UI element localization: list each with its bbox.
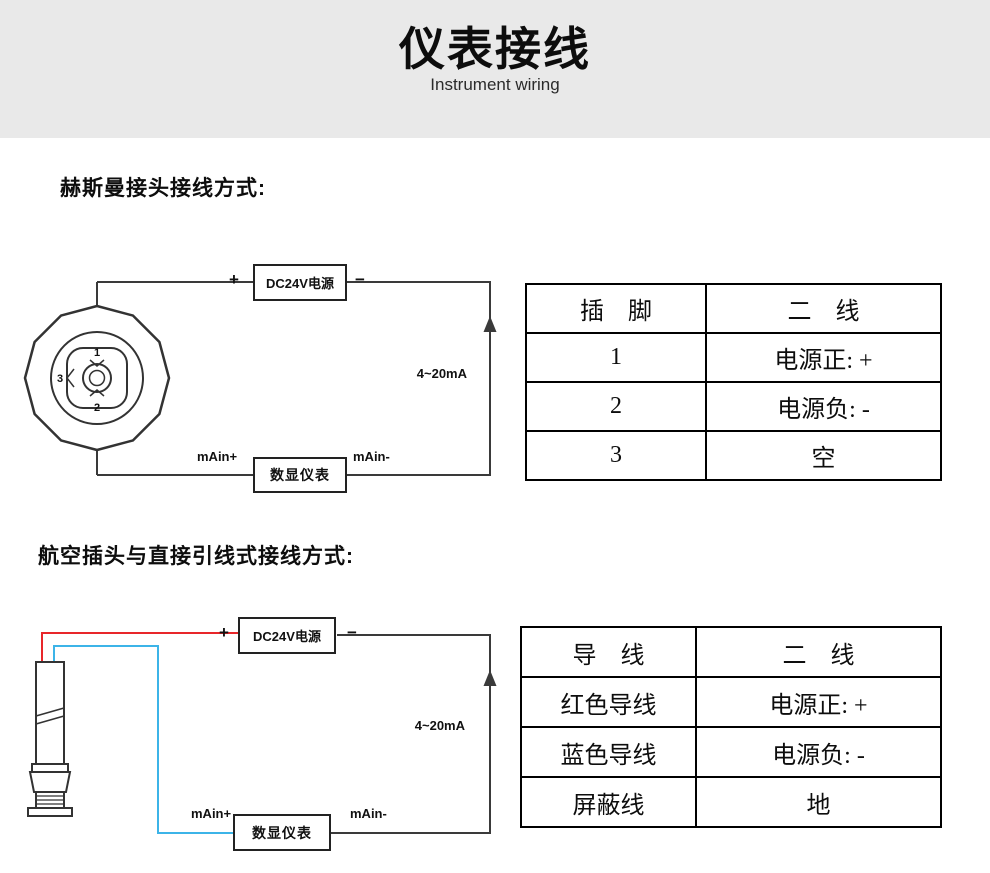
meter-in-minus-label: mAin- <box>350 806 387 821</box>
pin2-number: 2 <box>94 402 100 414</box>
cable-probe-icon <box>27 661 73 817</box>
table-row: 3 空 <box>525 430 942 481</box>
table-row: 屏蔽线 地 <box>520 776 942 828</box>
pin1-notch-icon <box>89 359 105 367</box>
pin-1-cell: 1 <box>525 332 707 383</box>
shield-wire-cell: 屏蔽线 <box>520 776 697 828</box>
pin-3-function: 空 <box>705 430 942 481</box>
table-header-row: 导 线 二 线 <box>520 626 942 678</box>
header-band: 仪表接线 Instrument wiring <box>0 0 990 138</box>
pin-3-cell: 3 <box>525 430 707 481</box>
table-row: 红色导线 电源正: + <box>520 676 942 728</box>
shield-wire-function: 地 <box>695 776 942 828</box>
pin2-notch-icon <box>89 389 105 397</box>
blue-wire <box>53 645 233 834</box>
power-supply-box: DC24V电源 <box>238 617 336 654</box>
section-heading-aviation: 航空插头与直接引线式接线方式: <box>38 545 354 568</box>
meter-in-plus-label: mAin+ <box>197 449 238 464</box>
meter-in-minus-label: mAin- <box>353 449 390 464</box>
power-plus-sign: + <box>219 623 229 642</box>
pin-2-function: 电源负: - <box>705 381 942 432</box>
section-heading-hirschmann: 赫斯曼接头接线方式: <box>60 177 266 200</box>
power-minus-sign: − <box>355 270 365 289</box>
wire-loop <box>331 634 491 834</box>
blue-wire-cell: 蓝色导线 <box>520 726 697 778</box>
pin-table-col-pin: 插 脚 <box>525 283 707 334</box>
red-wire-function: 电源正: + <box>695 676 942 728</box>
hirschmann-connector-icon: 1 2 3 <box>23 304 171 452</box>
power-plus-sign: + <box>229 270 239 289</box>
red-wire-cell: 红色导线 <box>520 676 697 728</box>
pin3-number: 3 <box>57 373 63 385</box>
hirschmann-wiring-diagram: 1 2 3 <box>23 281 497 476</box>
table-row: 1 电源正: + <box>525 332 942 383</box>
power-supply-box: DC24V电源 <box>253 264 347 301</box>
blue-wire-function: 电源负: - <box>695 726 942 778</box>
page-subtitle: Instrument wiring <box>430 74 560 94</box>
meter-in-plus-label: mAin+ <box>191 806 232 821</box>
power-minus-sign: − <box>347 623 357 642</box>
pin-table-col-twowire: 二 线 <box>705 283 942 334</box>
page-title: 仪表接线 <box>399 23 591 75</box>
red-wire <box>41 632 238 664</box>
pin1-number: 1 <box>94 347 100 359</box>
display-meter-box: 数显仪表 <box>253 457 347 493</box>
lead-wiring-table: 导 线 二 线 红色导线 电源正: + 蓝色导线 电源负: - 屏蔽线 地 <box>520 626 942 828</box>
pin-wiring-table: 插 脚 二 线 1 电源正: + 2 电源负: - 3 空 <box>525 283 942 481</box>
pin-2-cell: 2 <box>525 381 707 432</box>
pin-1-function: 电源正: + <box>705 332 942 383</box>
table-header-row: 插 脚 二 线 <box>525 283 942 334</box>
display-meter-box: 数显仪表 <box>233 814 331 851</box>
table-row: 蓝色导线 电源负: - <box>520 726 942 778</box>
current-arrow-up-icon <box>483 670 497 686</box>
current-arrow-up-icon <box>483 316 497 332</box>
current-range-label: 4~20mA <box>416 366 467 381</box>
lead-table-col-twowire: 二 线 <box>695 626 942 678</box>
current-range-label: 4~20mA <box>414 718 465 733</box>
aviation-wiring-diagram <box>27 632 497 834</box>
pin3-notch-icon <box>66 368 75 388</box>
lead-table-col-wire: 导 线 <box>520 626 697 678</box>
table-row: 2 电源负: - <box>525 381 942 432</box>
